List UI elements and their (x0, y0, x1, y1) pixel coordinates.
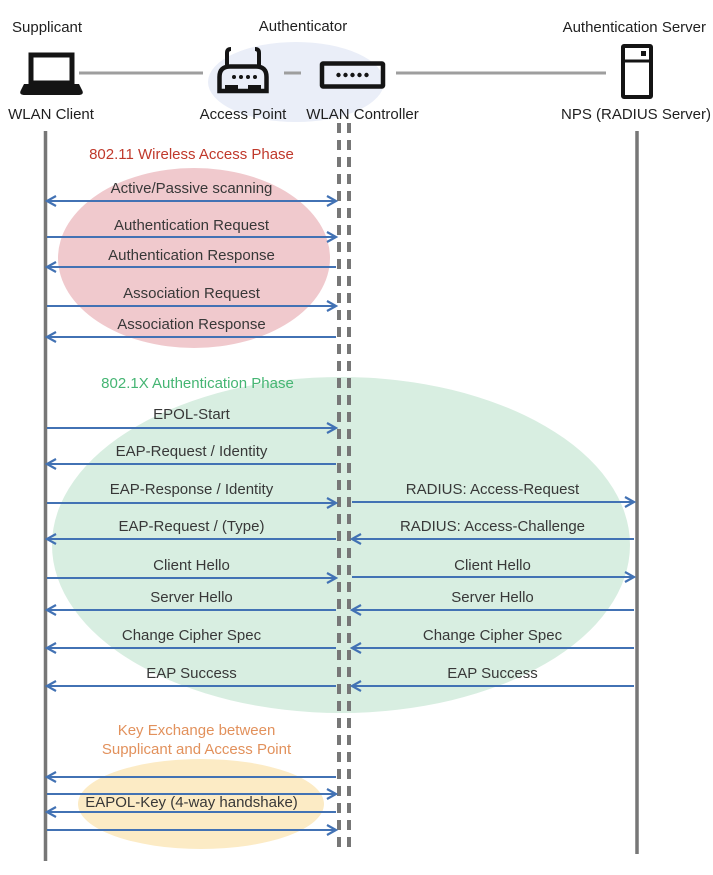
message-radius-access-request: RADIUS: Access-Request (405, 481, 580, 498)
message-association-request: Association Request (123, 285, 260, 302)
wlan-controller-icon (319, 61, 386, 89)
message-eapol-key-handshake: EAPOL-Key (4-way handshake) (85, 794, 298, 811)
message-epol-start: EPOL-Start (153, 406, 230, 423)
device-wlan-client: WLAN Client (8, 106, 94, 123)
phase2-ellipse (52, 377, 630, 713)
laptop-icon (20, 52, 83, 95)
device-wlan-controller: WLAN Controller (306, 106, 419, 123)
message-association-response: Association Response (117, 316, 266, 333)
phase3-title-line1: Key Exchange between (117, 722, 276, 739)
phase3-ellipse (78, 759, 324, 849)
message-client-hello-right: Client Hello (454, 557, 531, 574)
access-point-icon (217, 47, 269, 94)
device-nps-radius-server: NPS (RADIUS Server) (560, 106, 712, 123)
phase1-ellipse (58, 168, 330, 348)
phase2-title: 802.1X Authentication Phase (101, 375, 294, 392)
message-eap-success-right: EAP Success (447, 665, 538, 682)
phase1-title: 802.11 Wireless Access Phase (89, 146, 294, 163)
message-client-hello-left: Client Hello (153, 557, 230, 574)
message-authentication-request: Authentication Request (113, 217, 270, 234)
role-supplicant: Supplicant (12, 19, 83, 36)
message-change-cipher-spec-right: Change Cipher Spec (422, 627, 563, 644)
phase3-title-line2: Supplicant and Access Point (101, 741, 292, 758)
message-server-hello-right: Server Hello (451, 589, 534, 606)
message-eap-response-identity: EAP-Response / Identity (109, 481, 274, 498)
device-access-point: Access Point (199, 106, 287, 123)
message-active-passive-scanning: Active/Passive scanning (110, 180, 273, 197)
message-change-cipher-spec-left: Change Cipher Spec (121, 627, 262, 644)
message-eap-request-identity: EAP-Request / Identity (115, 443, 268, 460)
message-server-hello-left: Server Hello (150, 589, 233, 606)
message-authentication-response: Authentication Response (108, 247, 275, 264)
role-authentication-server: Authentication Server (562, 19, 706, 36)
role-authenticator: Authenticator (258, 18, 348, 35)
message-radius-access-challenge: RADIUS: Access-Challenge (399, 518, 586, 535)
server-icon (621, 44, 653, 99)
message-eap-request-type: EAP-Request / (Type) (118, 518, 265, 535)
message-eap-success-left: EAP Success (146, 665, 237, 682)
